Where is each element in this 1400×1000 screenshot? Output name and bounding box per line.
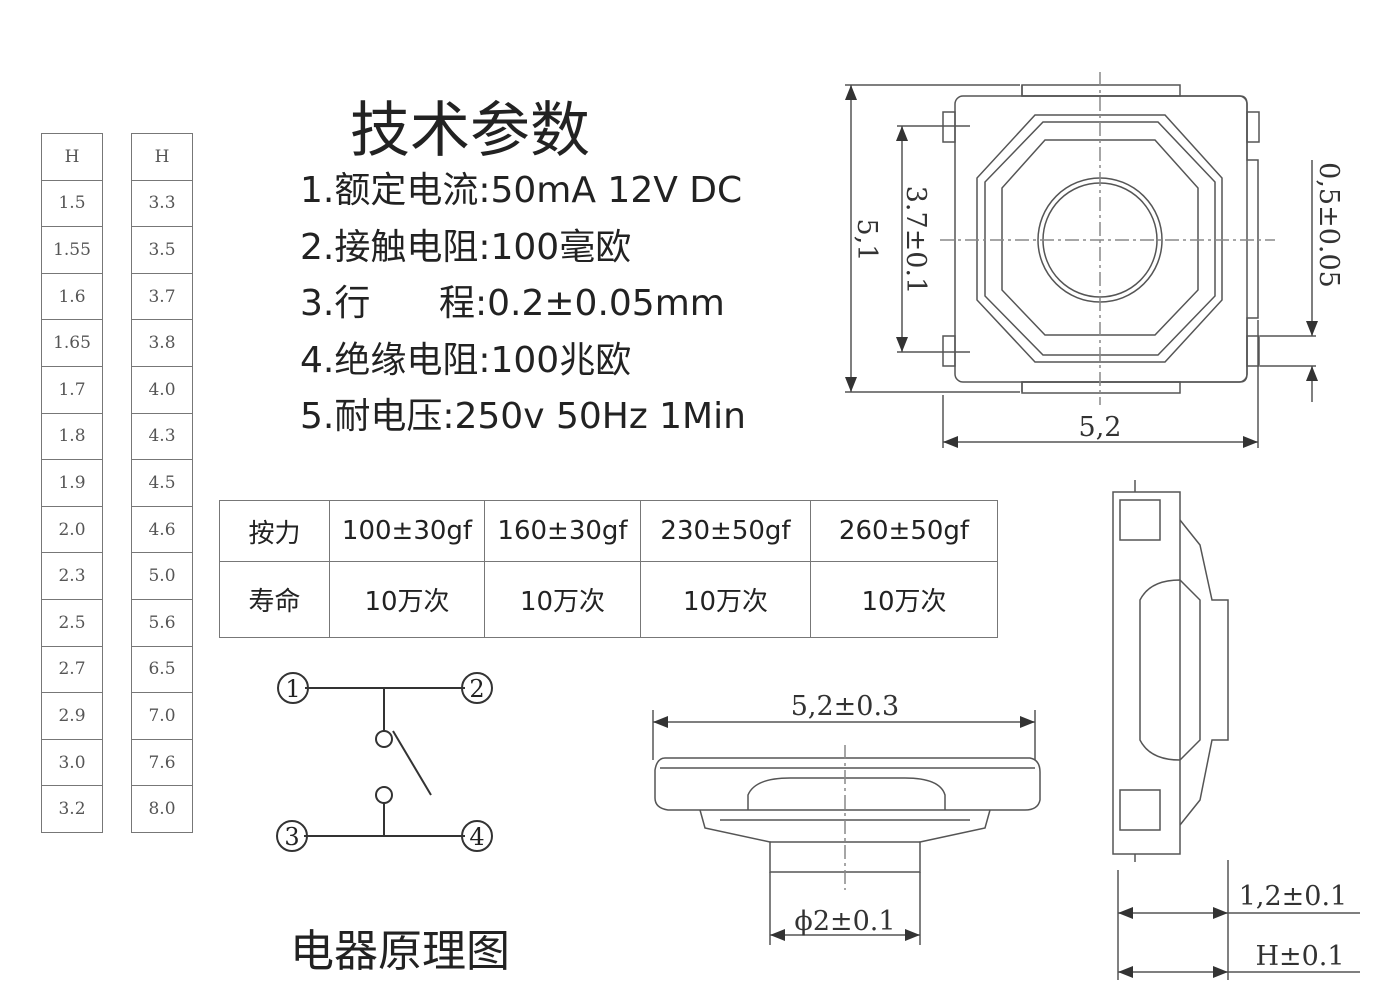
force-life-table: 按力 100±30gf 160±30gf 230±50gf 260±50gf 寿… xyxy=(219,500,998,638)
spec-line: 1.额定电流:50mA 12V DC xyxy=(300,170,743,211)
terminal-label: 4 xyxy=(469,823,484,851)
dim-stem-diameter: ϕ2±0.1 xyxy=(794,906,895,937)
spec-line: 4.绝缘电阻:100兆欧 xyxy=(300,339,632,381)
height-value: 3.8 xyxy=(131,319,193,367)
life-value: 10万次 xyxy=(640,561,811,638)
height-value: 5.6 xyxy=(131,598,193,647)
height-header: H xyxy=(131,133,193,181)
height-value: 7.0 xyxy=(131,692,193,740)
spec-line: 2.接触电阻:100毫欧 xyxy=(300,226,632,268)
height-value: 4.0 xyxy=(131,365,193,414)
force-value: 260±50gf xyxy=(810,500,998,562)
force-value: 100±30gf xyxy=(329,500,485,562)
height-value: 2.3 xyxy=(41,552,103,600)
terminal-1 xyxy=(277,672,309,704)
terminal-3 xyxy=(276,820,308,852)
spec-line: 5.耐电压:250v 50Hz 1Min xyxy=(300,396,746,437)
specs-list: 1.额定电流:50mA 12V DC 2.接触电阻:100毫欧 3.行 程:0.… xyxy=(300,163,746,446)
height-value: 5.0 xyxy=(131,552,193,600)
right-view xyxy=(1112,480,1360,980)
terminal-label: 2 xyxy=(469,675,484,703)
dim-top-width: 5,2 xyxy=(1079,412,1122,443)
schematic-caption: 电器原理图 xyxy=(290,926,510,977)
terminal-label: 3 xyxy=(284,823,299,851)
life-value: 10万次 xyxy=(329,561,485,638)
dim-body-height: 1,2±0.1 xyxy=(1239,881,1348,912)
height-value: 1.5 xyxy=(41,179,103,228)
force-value: 160±30gf xyxy=(484,500,641,562)
height-value: 4.6 xyxy=(131,505,193,554)
height-value: 1.7 xyxy=(41,365,103,414)
dim-total-height: H±0.1 xyxy=(1255,941,1344,972)
terminal-4 xyxy=(461,820,493,852)
dim-top-height: 5,1 xyxy=(851,219,882,262)
terminal-2 xyxy=(461,672,493,704)
height-value: 2.9 xyxy=(41,692,103,740)
life-label: 寿命 xyxy=(219,561,330,638)
height-value: 2.5 xyxy=(41,598,103,647)
switch-schematic xyxy=(276,672,493,852)
height-header: H xyxy=(41,133,103,181)
life-value: 10万次 xyxy=(484,561,641,638)
height-value: 8.0 xyxy=(131,785,193,833)
specs-title: 技术参数 xyxy=(350,96,590,166)
height-value: 1.6 xyxy=(41,272,103,321)
dim-pin-width: 0,5±0.05 xyxy=(1313,162,1344,288)
height-value: 6.5 xyxy=(131,645,193,694)
height-value: 2.0 xyxy=(41,505,103,554)
side-view xyxy=(652,710,1041,945)
height-value: 3.0 xyxy=(41,738,103,787)
force-value: 230±50gf xyxy=(640,500,811,562)
height-value: 3.3 xyxy=(131,179,193,228)
dim-pin-pitch: 3.7±0.1 xyxy=(900,186,931,295)
dim-side-width: 5,2±0.3 xyxy=(791,691,900,722)
height-value: 7.6 xyxy=(131,738,193,787)
height-value: 2.7 xyxy=(41,645,103,694)
height-value: 1.8 xyxy=(41,412,103,461)
top-view xyxy=(845,72,1318,448)
life-value: 10万次 xyxy=(810,561,998,638)
height-value: 1.9 xyxy=(41,459,103,507)
height-value: 3.2 xyxy=(41,785,103,833)
height-value: 1.65 xyxy=(41,319,103,367)
terminal-label: 1 xyxy=(285,675,300,703)
spec-line: 3.行 程:0.2±0.05mm xyxy=(300,283,725,324)
